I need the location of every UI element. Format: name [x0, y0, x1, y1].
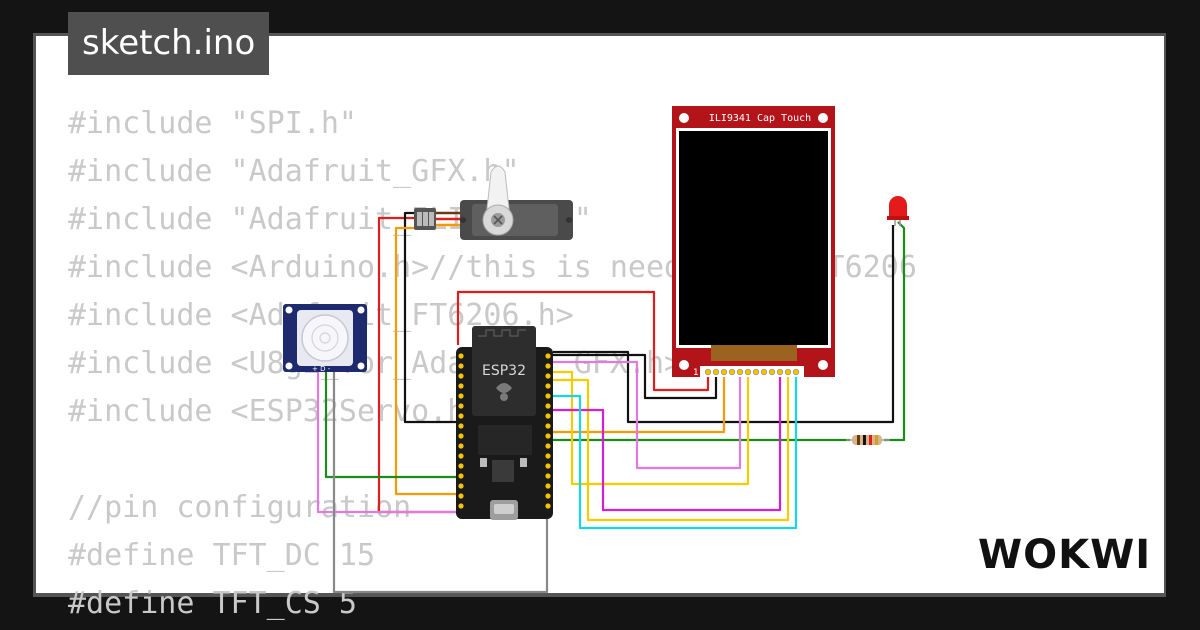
wire-violet-pir[interactable]	[316, 372, 458, 514]
ili9341-display[interactable]: ILI9341 Cap Touch 1	[672, 106, 835, 378]
wire-black-led[interactable]	[553, 225, 895, 424]
wire-green-led2[interactable]	[884, 221, 906, 442]
wire-yellow-display[interactable]	[553, 370, 750, 486]
resistor[interactable]	[846, 435, 890, 445]
code-line: //pin configuration	[68, 490, 412, 525]
code-line: #define TFT_CS 5	[68, 586, 357, 621]
code-line: #define TFT_DC 15	[68, 538, 376, 573]
code-preview: #include "SPI.h" #include "Adafruit_GFX.h…	[68, 100, 917, 628]
esp32-label: ESP32	[482, 363, 526, 379]
display-label: ILI9341 Cap Touch	[709, 113, 811, 124]
wire-violet-display[interactable]	[553, 360, 742, 470]
servo-motor[interactable]	[414, 165, 573, 240]
display-pin1-marker: 1	[693, 368, 699, 378]
wire-black-servo[interactable]	[403, 211, 458, 424]
red-led[interactable]	[887, 196, 909, 226]
wire-green-pir[interactable]	[324, 372, 458, 479]
wire-magenta-display[interactable]	[553, 372, 782, 512]
wires	[316, 211, 906, 594]
wire-black-display-gnd[interactable]	[553, 353, 718, 400]
wokwi-logo: WOKWI	[978, 532, 1151, 578]
esp32-board[interactable]: ESP32	[456, 326, 553, 520]
wire-orange-display[interactable]	[553, 372, 726, 434]
svg-text:+ D -: + D -	[312, 365, 331, 373]
wire-red-servo[interactable]	[377, 216, 458, 514]
wire-gray-pir[interactable]	[332, 372, 549, 594]
simulator-canvas[interactable]: #include "SPI.h" #include "Adafruit_GFX.h…	[36, 36, 1164, 621]
wire-red-display-vcc[interactable]	[456, 290, 710, 392]
code-line: #include "Adafruit_GFX.h"	[68, 154, 520, 189]
wokwi-logo-text: WOKWI	[978, 532, 1151, 578]
wire-yellow-display2[interactable]	[553, 372, 790, 522]
code-line: #include <ESP32Servo.h>	[68, 394, 484, 429]
wire-cyan-display[interactable]	[553, 372, 798, 530]
pir-sensor[interactable]: + D -	[283, 304, 367, 373]
sketch-filename-tab[interactable]: sketch.ino	[68, 12, 270, 75]
wire-orange-servo[interactable]	[394, 226, 458, 496]
code-line: #include "SPI.h"	[68, 106, 357, 141]
